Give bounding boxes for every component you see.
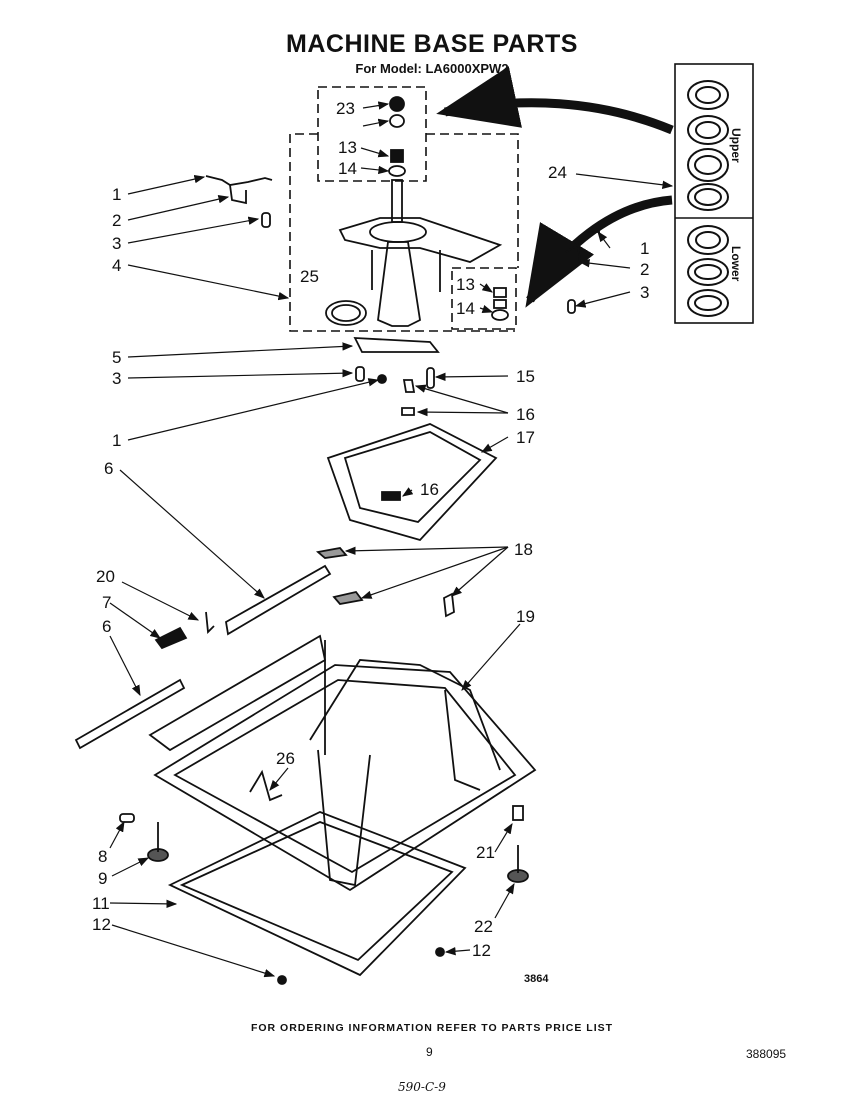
callout-2: 2 bbox=[112, 211, 121, 230]
callout-4: 4 bbox=[112, 256, 121, 275]
lower-kit-label: Lower bbox=[729, 246, 743, 282]
callout-17: 17 bbox=[516, 428, 535, 447]
upper-bearing-group-box bbox=[317, 86, 427, 182]
callout-14-lower: 14 bbox=[456, 299, 475, 318]
leader-lines bbox=[109, 101, 674, 978]
callout-1-mid: 1 bbox=[112, 431, 121, 450]
callout-3: 3 bbox=[112, 234, 121, 253]
side-rails bbox=[74, 564, 332, 750]
bearing-kit-panel: Upper Lower bbox=[674, 63, 754, 324]
callout-3-mid: 3 bbox=[112, 369, 121, 388]
callout-8: 8 bbox=[98, 847, 107, 866]
callout-13: 13 bbox=[338, 138, 357, 157]
callout-21: 21 bbox=[476, 843, 495, 862]
handwritten-note: 590-C-9 bbox=[398, 1080, 446, 1094]
page-title: MACHINE BASE PARTS bbox=[286, 30, 578, 58]
callout-12-right: 12 bbox=[472, 941, 491, 960]
upper-kit-label: Upper bbox=[729, 128, 743, 163]
callout-2-right: 2 bbox=[640, 260, 649, 279]
callout-18: 18 bbox=[514, 540, 533, 559]
bottom-panel bbox=[167, 811, 467, 977]
clips bbox=[315, 547, 455, 618]
document-number: 388095 bbox=[746, 1047, 787, 1061]
callout-7: 7 bbox=[102, 593, 111, 612]
upper-kit-arrow bbox=[436, 66, 674, 135]
callout-23: 23 bbox=[336, 99, 355, 118]
callout-25: 25 bbox=[300, 267, 319, 286]
drive-block-group-box bbox=[289, 133, 515, 332]
callout-20: 20 bbox=[96, 567, 115, 586]
callout-1: 1 bbox=[112, 185, 121, 204]
callout-5: 5 bbox=[112, 348, 121, 367]
page-number: 9 bbox=[426, 1045, 433, 1059]
callout-22: 22 bbox=[474, 917, 493, 936]
callout-15: 15 bbox=[516, 367, 535, 386]
drive-block-group-box-right bbox=[426, 133, 519, 268]
callout-11: 11 bbox=[92, 894, 110, 913]
hardware-parts bbox=[205, 175, 600, 416]
callout-19: 19 bbox=[516, 607, 535, 626]
callout-16: 16 bbox=[516, 405, 535, 424]
tub-support-frame bbox=[326, 423, 498, 542]
ordering-footer: FOR ORDERING INFORMATION REFER TO PARTS … bbox=[250, 1022, 614, 1034]
lower-kit-arrow bbox=[525, 195, 673, 308]
callout-6-lower: 6 bbox=[102, 617, 111, 636]
callout-9: 9 bbox=[98, 869, 107, 888]
callout-16-frame: 16 bbox=[420, 480, 439, 499]
drawing-number: 3864 bbox=[524, 973, 549, 985]
callout-24: 24 bbox=[548, 163, 567, 182]
callout-numbers: 1 2 3 4 25 23 13 14 13 14 24 1 2 3 5 3 1… bbox=[92, 99, 649, 960]
callout-6: 6 bbox=[104, 459, 113, 478]
callout-12: 12 bbox=[92, 915, 111, 934]
callout-3-right: 3 bbox=[640, 283, 649, 302]
callout-26: 26 bbox=[276, 749, 295, 768]
callout-14: 14 bbox=[338, 159, 357, 178]
callout-13-lower: 13 bbox=[456, 275, 475, 294]
leveling-feet bbox=[119, 769, 529, 985]
drive-block bbox=[325, 96, 509, 327]
callout-1-right: 1 bbox=[640, 239, 649, 258]
machine-base bbox=[148, 634, 537, 892]
lower-bearing-group-box bbox=[451, 267, 517, 330]
